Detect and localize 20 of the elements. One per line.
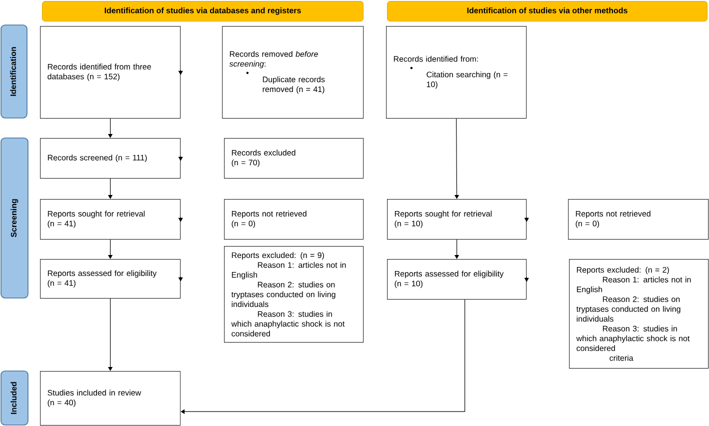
phase-band: Included: [0, 370, 28, 426]
process-box: Reports sought for retrieval (n = 10): [387, 199, 527, 240]
phase-band: Screening: [0, 138, 28, 298]
process-box: Reports excluded: (n = 9) Reason 1: articles not in English Reason 2: studies on tryptases conducted on living individuals Reason 3: studies in which anaphylactic shock is not considered: [224, 246, 364, 343]
process-box: Reports assessed for eligibility (n = 41): [40, 259, 181, 299]
process-box: Studies included in review (n = 40): [40, 371, 181, 426]
process-box: Reports excluded: (n = 2) Reason 1: articles not in English Reason 2: studies on tryptases conducted on living individuals Reason 3: studies in which anaphylactic shock is not considered criteria: [569, 259, 709, 369]
process-box: Reports sought for retrieval (n = 41): [40, 199, 181, 240]
process-box: Records removed before screening: Duplicate records removed (n = 41): [222, 26, 364, 119]
process-box: Reports not retrieved (n = 0): [224, 199, 364, 240]
process-box: Records screened (n = 111): [40, 138, 181, 179]
arrow: [180, 299, 466, 414]
section-header: Identification of studies via other methods: [387, 1, 708, 22]
process-box: Reports assessed for eligibility (n = 10): [387, 259, 527, 300]
phase-band: Identification: [0, 24, 28, 118]
process-box: Records identified from: Citation searching (n = 10): [386, 26, 527, 119]
section-header: Identification of studies via databases and registers: [42, 1, 364, 22]
process-box: Reports not retrieved (n = 0): [568, 199, 709, 240]
process-box: Records excluded (n = 70): [224, 138, 364, 179]
process-box: Records identified from three databases (n = 152): [40, 26, 181, 119]
